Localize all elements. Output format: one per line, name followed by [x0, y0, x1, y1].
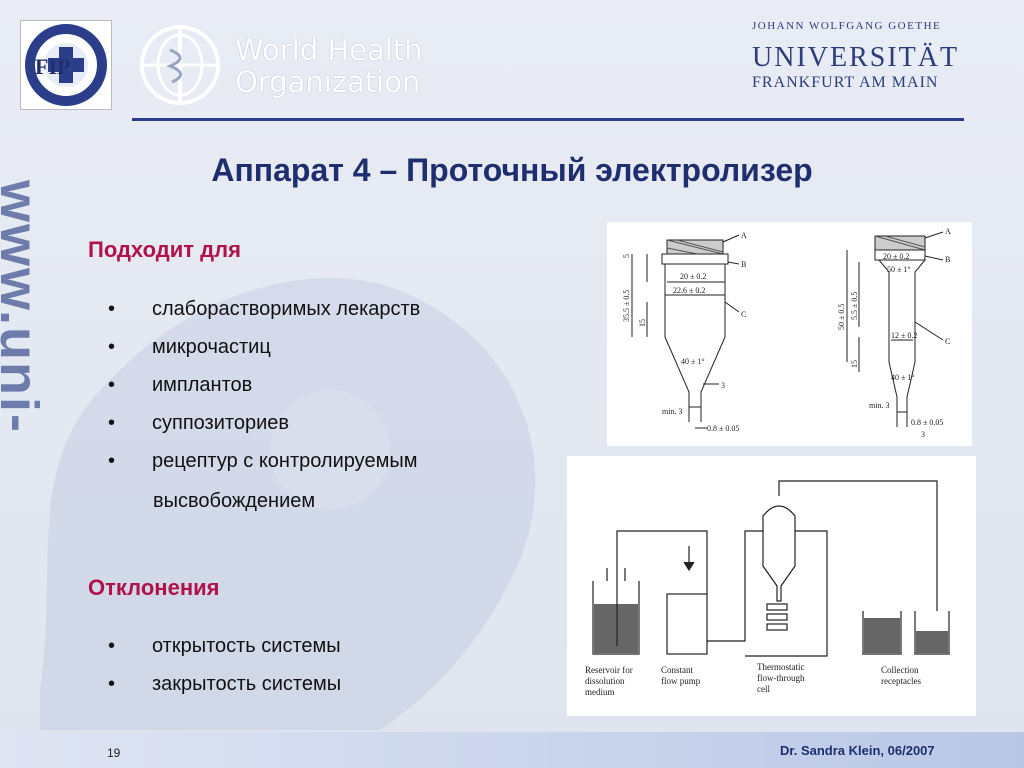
caption: Thermostatic [757, 662, 804, 672]
list-item: суппозиториев [108, 404, 420, 442]
suitable-list: слаборастворимых лекарств микрочастиц им… [108, 290, 420, 480]
flow-system-schematic: Reservoir for dissolution medium Constan… [567, 456, 976, 716]
dim: 0.8 ± 0.05 [707, 424, 739, 433]
flow-cell-drawing: A B C 3 20 ± 0.2 22.6 ± 0.2 40 ± 1° min.… [607, 222, 972, 446]
dim: min. 3 [662, 407, 682, 416]
dim: 40 ± 1° [681, 357, 705, 366]
dim: 12 ± 0.2 [891, 331, 917, 340]
list-item-continuation: высвобождением [153, 490, 316, 512]
footer-bar [0, 732, 1024, 768]
fip-logo-text: FIP [35, 54, 70, 79]
label-c: C [741, 310, 746, 319]
dim: 20 ± 0.2 [883, 252, 909, 261]
list-item: открытость системы [108, 627, 341, 665]
dim: 50 ± 0.5 [837, 304, 846, 330]
dim: 40 ± 1° [891, 373, 915, 382]
label-a: A [741, 231, 747, 240]
label-b: B [741, 260, 746, 269]
caption: Constant [661, 665, 694, 675]
dim: 22.6 ± 0.2 [673, 286, 705, 295]
dim: 5 [622, 254, 631, 258]
fip-logo: FIP [20, 20, 112, 110]
who-line2: Organization [235, 65, 421, 99]
section-suitable-heading: Подходит для [88, 237, 241, 262]
label-b: B [945, 255, 950, 264]
dim: 15 [850, 360, 859, 368]
caption: flow-through [757, 673, 805, 683]
caption: dissolution [585, 676, 625, 686]
dim: min. 3 [869, 401, 889, 410]
dim: 35.5 ± 0.5 [622, 290, 631, 322]
list-item: микрочастиц [108, 328, 420, 366]
who-line1: World Health [235, 33, 423, 67]
caption: Reservoir for [585, 665, 633, 675]
dim: 20 ± 0.2 [680, 272, 706, 281]
deviations-list: открытость системы закрытость системы [108, 627, 341, 703]
caption: cell [757, 684, 770, 694]
list-item: рецептур с контролируемым [108, 442, 420, 480]
list-item: имплантов [108, 366, 420, 404]
label-3: 3 [921, 430, 925, 439]
author-date: Dr. Sandra Klein, 06/2007 [780, 743, 935, 758]
dim: 0.8 ± 0.05 [911, 418, 943, 427]
university-logo: JOHANN WOLFGANG GOETHE UNIVERSITÄT FRANK… [752, 20, 962, 92]
label-c: C [945, 337, 950, 346]
label-3: 3 [721, 381, 725, 390]
uni-line3: FRANKFURT AM MAIN [752, 74, 939, 91]
list-item: закрытость системы [108, 665, 341, 703]
caption: flow pump [661, 676, 701, 686]
dim: 50 ± 1° [887, 265, 911, 274]
page-number: 19 [107, 746, 121, 760]
list-item: слаборастворимых лекарств [108, 290, 420, 328]
caption: medium [585, 687, 615, 697]
uni-line1: JOHANN WOLFGANG GOETHE [752, 20, 942, 32]
who-logo [130, 20, 420, 110]
uni-line2: UNIVERSITÄT [752, 42, 960, 73]
caption: Collection [881, 665, 919, 675]
label-a: A [945, 227, 951, 236]
dim: 5.5 ± 0.5 [850, 292, 859, 320]
caption: receptacles [881, 676, 921, 686]
url-watermark: www.uni-frankfurt.de [0, 180, 49, 434]
slide-title: Аппарат 4 – Проточный электролизер [211, 152, 813, 188]
dim: 15 [638, 319, 647, 327]
who-wordmark: World Health Organization [235, 34, 423, 98]
section-deviations-heading: Отклонения [88, 575, 220, 600]
header-divider [132, 118, 964, 121]
